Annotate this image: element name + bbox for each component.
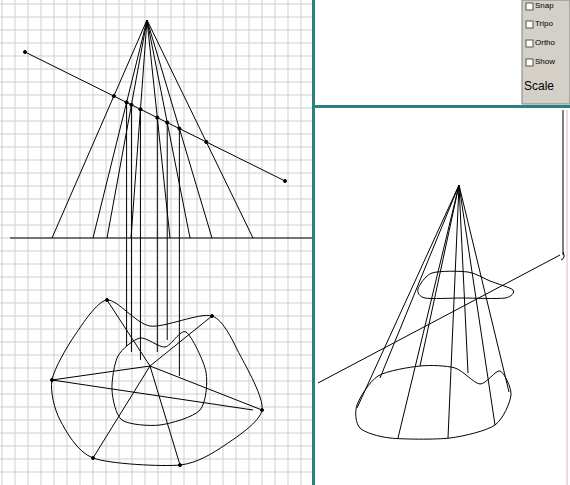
checkbox-label: Tripo: [535, 20, 553, 28]
field-label: Scale: [524, 80, 554, 92]
checkbox: [526, 59, 533, 66]
edge-line: [567, 110, 568, 485]
checkbox: [526, 21, 533, 28]
dialog-panel: [522, 0, 570, 104]
checkbox: [526, 40, 533, 47]
grid: [0, 0, 312, 485]
panel-divider: [312, 0, 315, 485]
checkbox: [526, 3, 533, 10]
front-and-top-view: [10, 20, 312, 467]
perspective-view: [318, 110, 564, 439]
checkbox-label: Ortho: [535, 39, 555, 47]
panel-divider: [312, 105, 570, 108]
checkbox-label: Show: [535, 58, 555, 66]
checkbox-label: Snap: [535, 2, 554, 10]
